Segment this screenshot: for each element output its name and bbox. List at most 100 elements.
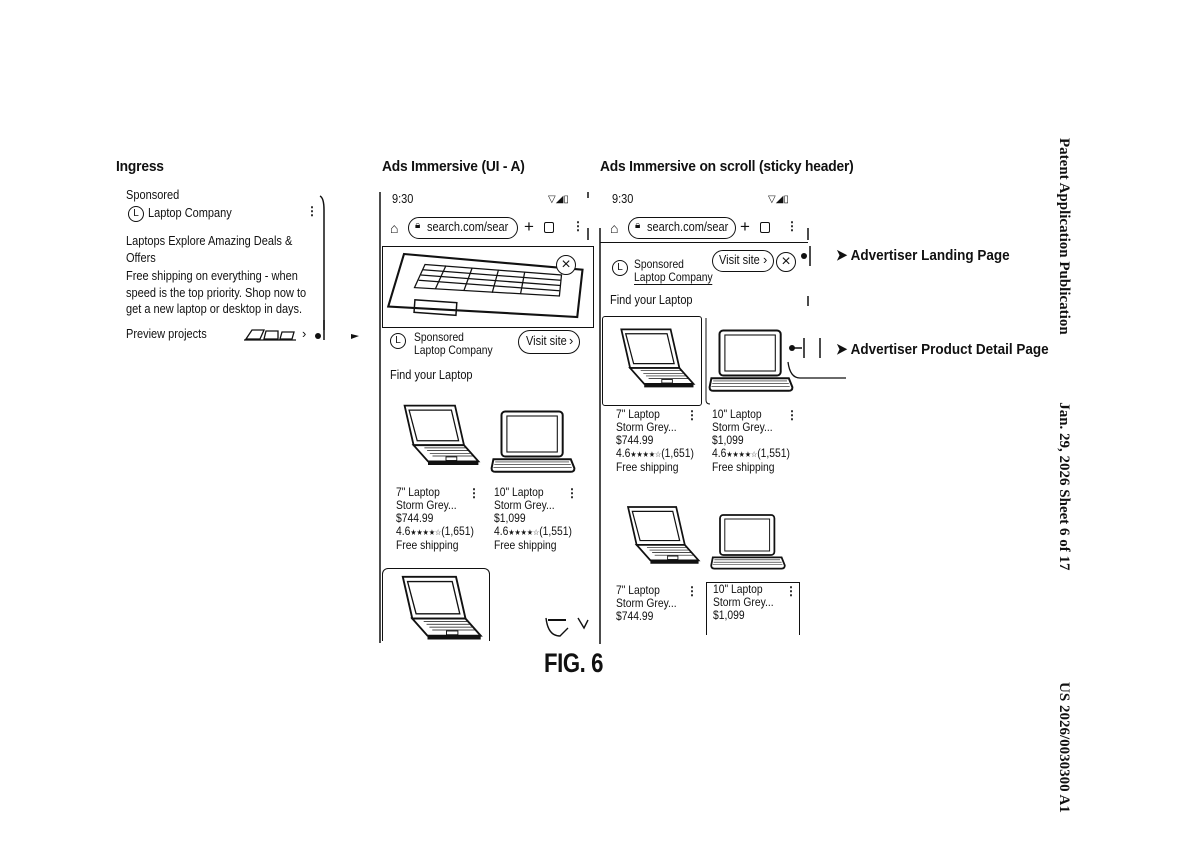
product-rating: 4.6★★★★☆(1,651) [616, 446, 694, 460]
scroll-phone: 9:30 ▽◢▯ ⌂ 🔒︎ search.com/sear + ⋮ L Spon… [598, 188, 810, 648]
product-card[interactable]: 10" Laptop Storm Grey... $1,099 4.6★★★★☆… [712, 408, 802, 474]
product-rating: 4.6★★★★☆(1,551) [494, 524, 572, 538]
chevron-right-icon: › [763, 252, 768, 267]
product-name: 7" Laptop [396, 485, 440, 499]
preview-chevron-icon[interactable]: › [302, 326, 307, 341]
visit-site-label: Visit site [719, 253, 760, 267]
target-connectors [787, 246, 846, 379]
product-subtitle: Storm Grey... [712, 420, 773, 434]
immersive-phone: 9:30 ▽◢▯ ⌂ 🔒︎ search.com/sear + ⋮ × L Sp… [378, 188, 594, 648]
product-image-partial[interactable] [382, 568, 490, 641]
preview-projects-link[interactable]: Preview projects [126, 327, 207, 341]
sticky-header-divider [600, 242, 808, 245]
close-icon[interactable]: × [556, 255, 576, 275]
lock-icon: 🔒︎ [635, 220, 641, 231]
visit-site-button[interactable]: Visit site › [712, 250, 774, 272]
landing-page-label: ➤ Advertiser Landing Page [836, 247, 1010, 264]
product-price: $744.99 [616, 609, 654, 623]
find-laptop-heading: Find your Laptop [390, 368, 473, 382]
arrow-right-icon: ➤ [836, 341, 848, 358]
chevron-right-icon: › [569, 333, 574, 348]
product-price: $1,099 [712, 433, 744, 447]
company-name: Laptop Company [414, 343, 493, 357]
product-subtitle: Storm Grey... [713, 595, 774, 609]
company-logo: L [612, 260, 628, 276]
immersive-heading: Ads Immersive (UI - A) [382, 158, 525, 175]
rating-stars-icon: ★★★★☆ [410, 528, 442, 537]
product-shipping: Free shipping [494, 538, 557, 552]
find-laptop-heading: Find your Laptop [610, 293, 693, 307]
tabs-icon[interactable] [544, 222, 554, 233]
publication-label: Patent Application Publication [1056, 138, 1072, 335]
new-tab-icon[interactable]: + [740, 217, 750, 236]
ingress-ad-card[interactable]: Sponsored L Laptop Company ⋮ Laptops Exp… [120, 185, 330, 350]
sponsored-label: Sponsored [414, 330, 464, 344]
ingress-connector-arrow [315, 195, 359, 340]
product-subtitle: Storm Grey... [396, 498, 457, 512]
url-text: search.com/sear [427, 220, 509, 234]
product-card[interactable]: 7" Laptop Storm Grey... $744.99 4.6★★★★☆… [616, 408, 706, 474]
ad-title-line2[interactable]: Offers [126, 251, 156, 265]
visit-site-button[interactable]: Visit site › [518, 330, 580, 354]
ad-title-line1[interactable]: Laptops Explore Amazing Deals & [126, 234, 293, 248]
product-price: $1,099 [713, 608, 745, 622]
new-tab-icon[interactable]: + [524, 217, 534, 236]
status-time: 9:30 [392, 192, 414, 206]
product-rating: 4.6★★★★☆(1,551) [712, 446, 790, 460]
company-logo: L [390, 333, 406, 349]
home-icon[interactable]: ⌂ [390, 220, 399, 236]
sponsored-label: Sponsored [126, 188, 180, 202]
status-icons: ▽◢▯ [768, 194, 789, 205]
arrow-right-icon: ➤ [836, 247, 848, 264]
product-name: 10" Laptop [713, 582, 763, 596]
product-name: 10" Laptop [494, 485, 544, 499]
product-name: 7" Laptop [616, 407, 660, 421]
publication-number: US 2026/0030300 A1 [1056, 682, 1072, 813]
product-shipping: Free shipping [712, 460, 775, 474]
product-price: $744.99 [396, 511, 434, 525]
company-name: Laptop Company [148, 206, 232, 220]
company-logo: L [128, 206, 144, 222]
product-subtitle: Storm Grey... [616, 420, 677, 434]
url-bar[interactable]: 🔒︎ search.com/sear [628, 217, 736, 239]
product-card[interactable]: 10" Laptop Storm Grey... $1,099 4.6★★★★☆… [494, 486, 584, 552]
rating-stars-icon: ★★★★☆ [630, 450, 662, 459]
close-icon[interactable]: × [776, 252, 796, 272]
product-card[interactable]: 7" Laptop Storm Grey... $744.99 ⋮ [616, 584, 706, 623]
product-shipping: Free shipping [616, 460, 679, 474]
url-bar[interactable]: 🔒︎ search.com/sear [408, 217, 518, 239]
status-icons: ▽◢▯ [548, 194, 569, 205]
rating-stars-icon: ★★★★☆ [726, 450, 758, 459]
product-subtitle: Storm Grey... [616, 596, 677, 610]
sponsored-label: Sponsored [634, 257, 684, 271]
phone-frame [379, 192, 589, 643]
visit-site-label: Visit site [526, 334, 567, 348]
product-image-selected[interactable] [602, 316, 702, 406]
product-subtitle: Storm Grey... [494, 498, 555, 512]
hero-image[interactable] [382, 246, 594, 328]
product-card[interactable]: 7" Laptop Storm Grey... $744.99 4.6★★★★☆… [396, 486, 486, 552]
ad-body-line2: speed is the top priority. Shop now to [126, 286, 307, 300]
ingress-heading: Ingress [116, 158, 164, 175]
home-icon[interactable]: ⌂ [610, 220, 619, 236]
phone-frame [599, 228, 809, 644]
product-card-highlighted[interactable]: 10" Laptop Storm Grey... $1,099 ⋮ [706, 582, 800, 635]
product-price: $1,099 [494, 511, 526, 525]
product-price: $744.99 [616, 433, 654, 447]
figure-label: FIG. 6 [544, 648, 604, 678]
tabs-icon[interactable] [760, 222, 770, 233]
rating-stars-icon: ★★★★☆ [508, 528, 540, 537]
product-shipping: Free shipping [396, 538, 459, 552]
scroll-heading: Ads Immersive on scroll (sticky header) [600, 158, 854, 175]
product-rating: 4.6★★★★☆(1,651) [396, 524, 474, 538]
product-name: 10" Laptop [712, 407, 762, 421]
date-sheet-label: Jan. 29, 2026 Sheet 6 of 17 [1056, 402, 1072, 571]
preview-thumbnails-icon [244, 329, 296, 341]
lock-icon: 🔒︎ [415, 220, 421, 231]
url-text: search.com/sear [647, 220, 729, 234]
status-time: 9:30 [612, 192, 634, 206]
product-detail-page-label: ➤ Advertiser Product Detail Page [836, 341, 1049, 358]
product-name: 7" Laptop [616, 583, 660, 597]
ad-body-line3: get a new laptop or desktop in days. [126, 302, 303, 316]
ad-body-line1: Free shipping on everything - when [126, 269, 298, 283]
